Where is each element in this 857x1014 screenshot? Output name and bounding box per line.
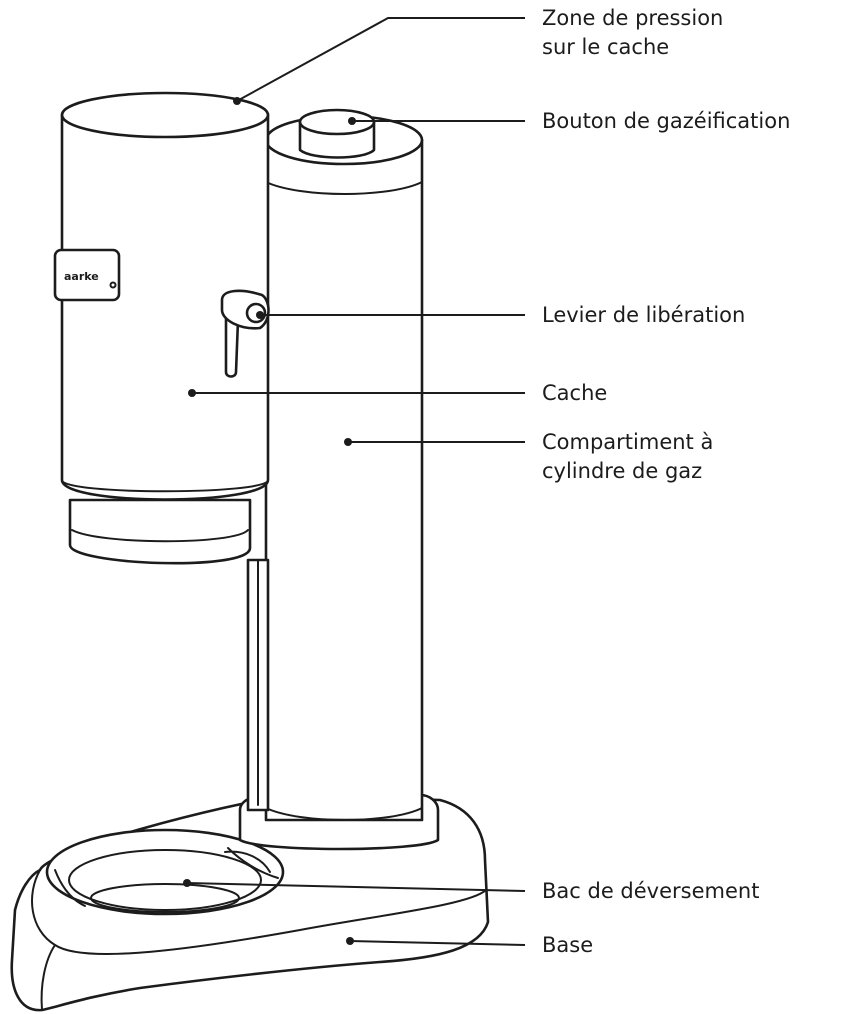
label-zone-pression-line1: Zone de pression [542, 6, 724, 30]
label-bac-deversement: Bac de déversement [542, 879, 760, 903]
stem-part [246, 558, 270, 812]
drip-tray-part [45, 828, 285, 916]
label-bouton-gazeification: Bouton de gazéification [542, 109, 791, 133]
carbonation-button-part [298, 108, 376, 159]
leader-cache [188, 389, 525, 397]
label-compartiment-line1: Compartiment à [542, 430, 714, 454]
label-base: Base [542, 933, 594, 957]
cache-part: aarke [53, 91, 270, 565]
leader-zone-pression [233, 17, 525, 105]
label-compartiment: Compartiment à cylindre de gaz [542, 428, 713, 486]
label-levier-liberation: Levier de libération [542, 303, 746, 327]
leader-base [346, 937, 526, 946]
label-zone-pression-line2: sur le cache [542, 35, 670, 59]
leader-bac [183, 879, 526, 892]
leader-compartiment [344, 438, 525, 446]
leader-bouton [348, 117, 525, 125]
label-cache: Cache [542, 381, 608, 405]
label-compartiment-line2: cylindre de gaz [542, 459, 703, 483]
brand-logo-text: aarke [64, 270, 99, 283]
leader-levier [256, 311, 525, 319]
label-zone-pression: Zone de pression sur le cache [542, 4, 723, 62]
gas-compartment-part [238, 114, 440, 851]
